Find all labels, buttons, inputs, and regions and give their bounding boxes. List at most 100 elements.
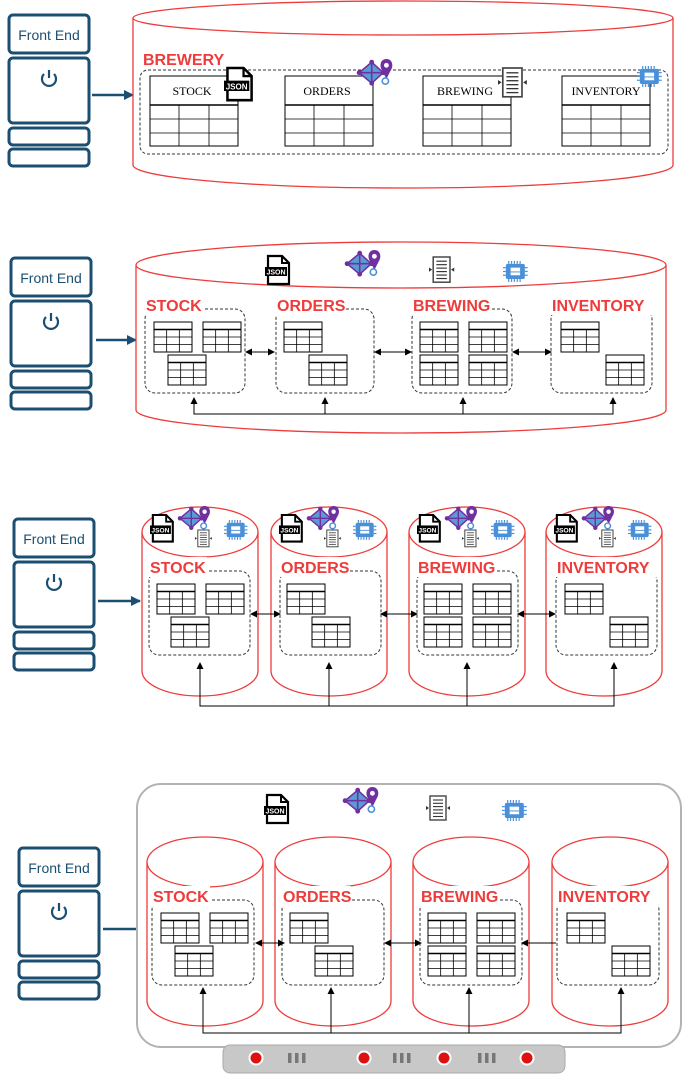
table-icon <box>289 912 329 944</box>
json-icon-label: JSON <box>555 528 573 535</box>
domain-label: INVENTORY <box>552 298 645 315</box>
table-icon <box>611 945 651 977</box>
table-icon <box>423 616 463 648</box>
domain-label: ORDERS <box>281 560 350 577</box>
power-icon <box>42 313 60 330</box>
vent-icon <box>288 1053 306 1063</box>
front-end-server: Front End <box>9 256 93 411</box>
table-icon <box>170 616 210 648</box>
table-icon <box>205 583 245 615</box>
json-file-icon: JSON <box>264 793 290 825</box>
domain-schema: BREWING <box>410 295 513 394</box>
status-led-light <box>438 1052 450 1064</box>
front-end-header <box>9 256 93 298</box>
service-database: JSON STOCK <box>141 505 259 697</box>
front-end-drive <box>12 651 96 672</box>
json-icon-label: JSON <box>266 270 285 277</box>
table-icon <box>472 616 512 648</box>
json-file-icon: JSON <box>224 66 253 102</box>
front-end-server: Front End <box>12 517 96 672</box>
table-icon <box>476 912 516 944</box>
table-icon <box>427 945 467 977</box>
graph-db-icon <box>444 505 477 530</box>
table-icon <box>468 354 508 386</box>
table-icon <box>423 583 463 615</box>
monolith-table-label: STOCK <box>172 84 211 98</box>
domain-schema: STOCK <box>150 886 255 986</box>
json-icon-label: JSON <box>265 809 284 816</box>
table-icon <box>156 583 196 615</box>
domain-schema: ORDERS <box>278 557 382 656</box>
domain-schema: BREWING <box>415 557 519 656</box>
service-links <box>199 939 625 1034</box>
front-end-drive <box>7 126 91 147</box>
document-db-icon <box>599 529 616 548</box>
json-file-icon: JSON <box>150 513 174 543</box>
graph-db-icon <box>344 250 381 277</box>
table-icon <box>566 912 606 944</box>
monolith-table: ORDERS <box>284 75 374 147</box>
panel-database-per-service: Front End JSON STOCK JSON ORDERS JSON BREWING… <box>12 505 663 707</box>
table-icon <box>286 583 326 615</box>
document-db-icon <box>462 529 479 548</box>
status-led-light <box>358 1052 370 1064</box>
table-icon <box>609 616 649 648</box>
table-icon <box>167 354 207 386</box>
document-db-icon <box>324 529 341 548</box>
power-icon <box>45 574 63 591</box>
table-icon <box>476 945 516 977</box>
vent-icon <box>478 1053 496 1063</box>
front-end-server: Front End <box>17 846 101 1001</box>
status-led-light <box>250 1052 262 1064</box>
table-icon <box>311 616 351 648</box>
table-icon <box>153 321 193 353</box>
table-icon <box>472 583 512 615</box>
json-file-icon: JSON <box>554 513 578 543</box>
table-icon <box>160 912 200 944</box>
table-icon <box>283 321 323 353</box>
domain-schema: BREWING <box>418 886 523 986</box>
domain-schema: STOCK <box>147 557 251 656</box>
table-icon <box>209 912 249 944</box>
server-rack-unit <box>222 1044 566 1074</box>
status-led-light <box>521 1052 533 1064</box>
table-icon <box>314 945 354 977</box>
json-file-icon: JSON <box>279 513 303 543</box>
domain-schema: ORDERS <box>280 886 385 986</box>
memory-chip-icon <box>637 66 662 87</box>
domain-label: STOCK <box>146 298 202 315</box>
front-end-label: Front End <box>20 270 81 286</box>
json-icon-label: JSON <box>226 82 248 91</box>
table-icon <box>419 354 459 386</box>
domain-schema: INVENTORY <box>555 886 660 986</box>
json-icon-label: JSON <box>280 528 298 535</box>
domain-schema: INVENTORY <box>549 295 653 394</box>
table-icon <box>308 354 348 386</box>
monolith-table-label: ORDERS <box>303 84 350 98</box>
document-db-icon <box>429 256 455 283</box>
service-database: INVENTORY <box>551 836 669 1027</box>
memory-chip-icon <box>628 520 652 540</box>
json-file-icon: JSON <box>265 254 291 286</box>
domain-label: STOCK <box>153 889 209 906</box>
front-end-header <box>7 13 91 55</box>
power-icon <box>40 70 58 87</box>
front-end-drive <box>9 369 93 390</box>
table-icon <box>564 583 604 615</box>
domain-schema: INVENTORY <box>554 557 658 656</box>
json-icon-label: JSON <box>418 528 436 535</box>
document-db-icon <box>498 67 527 98</box>
domain-schema: ORDERS <box>274 295 375 394</box>
document-db-icon <box>426 795 450 821</box>
domain-label: INVENTORY <box>557 560 650 577</box>
document-db-icon <box>195 529 212 548</box>
front-end-label: Front End <box>18 27 79 43</box>
memory-chip-icon <box>503 261 528 282</box>
domain-label: ORDERS <box>277 298 346 315</box>
graph-db-icon <box>306 505 339 530</box>
service-database: STOCK <box>146 836 264 1027</box>
memory-chip-icon <box>491 520 515 540</box>
brewery-database-cylinder <box>132 0 674 189</box>
graph-db-icon <box>177 505 210 530</box>
graph-db-icon <box>356 59 393 86</box>
